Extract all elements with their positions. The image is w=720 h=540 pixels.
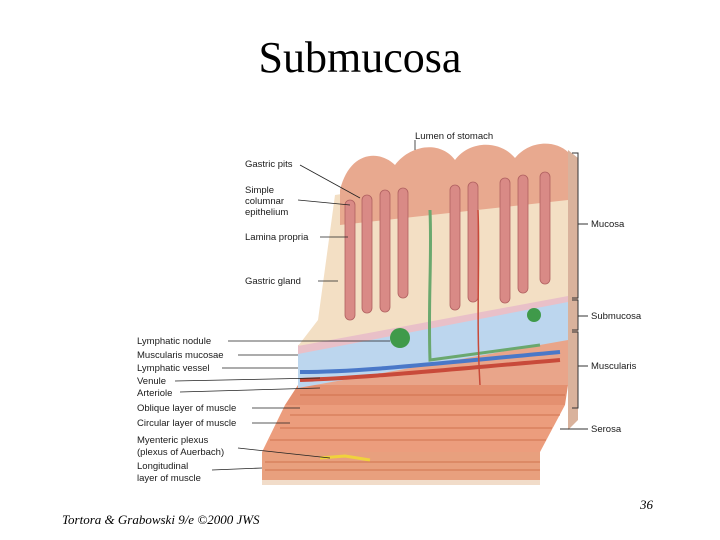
slide-title: Submucosa: [258, 33, 462, 82]
serosa-layer: [262, 480, 540, 485]
label-serosa: Serosa: [591, 424, 622, 435]
label-lymphatic-nodule: Lymphatic nodule: [137, 336, 211, 347]
label-circular-layer: Circular layer of muscle: [137, 418, 236, 429]
gastric-surface: [340, 143, 568, 225]
label-mucosa: Mucosa: [591, 219, 625, 230]
muscle-striations: [265, 394, 565, 471]
label-muscularis: Muscularis: [591, 361, 637, 372]
label-arteriole: Arteriole: [137, 388, 172, 399]
tissue-block: [262, 143, 578, 485]
label-venule: Venule: [137, 376, 166, 387]
circular-muscle-layer: [262, 405, 565, 452]
lymphatic-nodule: [390, 328, 410, 348]
label-gastric-gland: Gastric gland: [245, 276, 301, 287]
label-simple: Simple: [245, 185, 274, 196]
arteriole: [299, 358, 561, 382]
block-side-face: [568, 150, 578, 430]
credit-text: Tortora & Grabowski 9/e ©2000 JWS: [62, 512, 260, 527]
label-oblique-layer: Oblique layer of muscle: [137, 403, 236, 414]
longitudinal-muscle-layer: [262, 452, 540, 480]
label-lumen: Lumen of stomach: [415, 131, 493, 142]
label-muscularis-mucosae: Muscularis mucosae: [137, 350, 224, 361]
label-lamina-propria: Lamina propria: [245, 232, 309, 243]
myenteric-plexus: [319, 454, 371, 462]
label-lymphatic-vessel: Lymphatic vessel: [137, 363, 210, 374]
label-longitudinal: Longitudinal: [137, 461, 188, 472]
diagram-labels: Lumen of stomach Gastric pits Simple col…: [137, 131, 642, 484]
page-number: 36: [640, 497, 653, 512]
submucosa-layer: [298, 300, 568, 388]
muscularis-mucosae-layer: [298, 295, 568, 354]
leader-lines: [174, 140, 416, 471]
label-gastric-pits: Gastric pits: [245, 159, 293, 170]
layer-brackets: [560, 152, 588, 430]
gastric-glands: [344, 171, 551, 321]
label-plexus-auerbach: (plexus of Auerbach): [137, 447, 224, 458]
capillary-loop: [477, 209, 481, 386]
lymphatic-nodule-2: [527, 308, 541, 322]
label-epithelium: epithelium: [245, 207, 288, 218]
label-columnar: columnar: [245, 196, 284, 207]
venule: [299, 350, 561, 374]
label-layer-of-muscle: layer of muscle: [137, 473, 201, 484]
label-submucosa: Submucosa: [591, 311, 642, 322]
label-myenteric-plexus: Myenteric plexus: [137, 435, 209, 446]
lymphatic-vessel: [427, 209, 541, 362]
